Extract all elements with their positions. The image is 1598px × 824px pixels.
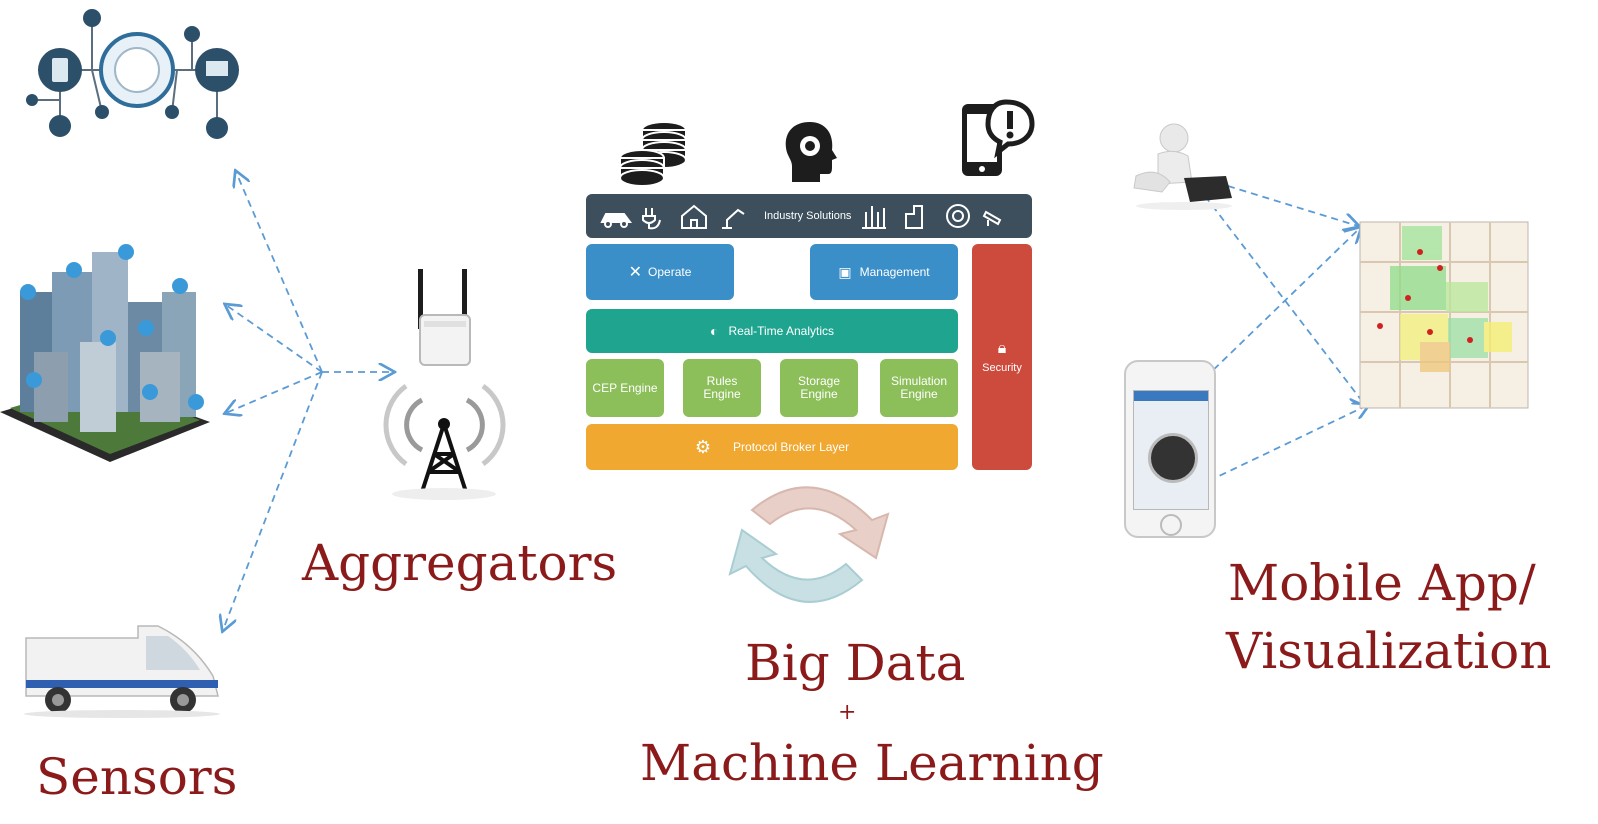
arrow-user-to-map-top [1227,185,1358,226]
industry-left-icons [600,204,745,230]
industry-right-icons [862,204,1002,229]
caption-machine-learning: Machine Learning [640,734,1104,792]
engine-label: CEP Engine [592,380,658,395]
analytics-label: Real-Time Analytics [728,323,835,338]
user-laptop-icon [1133,123,1232,210]
caption-visualization: Visualization [1226,622,1552,680]
gauge-icon [1148,433,1198,483]
brain-icon: ◐ [709,323,719,339]
phone-alert-icon [962,99,1035,176]
van-icon [24,625,220,718]
industry-solutions-bar: Industry Solutions [586,194,1032,238]
brain-gear-icon [785,122,837,182]
lock-icon: 🔒︎ [997,339,1007,357]
arrow-to-van [223,371,323,630]
arrow-phone-to-map-top [1204,228,1360,379]
database-coins-icon [619,121,687,187]
cycle-arrows-icon [728,486,890,603]
arrow-to-city-bottom [226,371,323,413]
smart-city-icon [0,244,210,462]
smartphone-icon [1124,360,1216,538]
tower-icon [383,383,506,500]
tools-icon: ✕ [628,264,643,281]
security-block: 🔒︎ Security [972,244,1032,470]
operate-block: ✕ Operate [586,244,734,300]
analytics-block: ◐ Real-Time Analytics [586,309,958,353]
router-icon [418,269,471,366]
industry-solutions-label: Industry Solutions [764,210,852,222]
iot-network-icon [26,9,239,139]
phone-screen [1133,390,1209,510]
arrow-phone-to-map-bottom [1197,405,1368,487]
caption-big-data: Big Data [745,634,966,692]
arrow-user-to-map-bottom [1204,195,1365,405]
gear-icon: ⚙ [694,436,712,457]
arrow-to-city-top [226,305,323,373]
engine-block-cep: CEP Engine [586,359,664,417]
protocol-broker-block: ⚙ Protocol Broker Layer [586,424,958,470]
operate-label: Operate [648,264,692,279]
broker-label: Protocol Broker Layer [733,439,850,454]
heatmap-map-icon [1359,221,1529,409]
caption-mobile-app: Mobile App/ [1228,554,1536,612]
home-button [1160,514,1182,536]
management-block: ▣ Management [810,244,958,300]
arrow-to-iot [236,172,323,373]
caption-aggregators: Aggregators [302,534,618,592]
management-label: Management [859,264,930,279]
caption-sensors: Sensors [36,748,238,806]
security-label: Security [982,361,1022,374]
caption-plus: + [838,700,857,725]
hierarchy-icon: ▣ [838,263,852,280]
